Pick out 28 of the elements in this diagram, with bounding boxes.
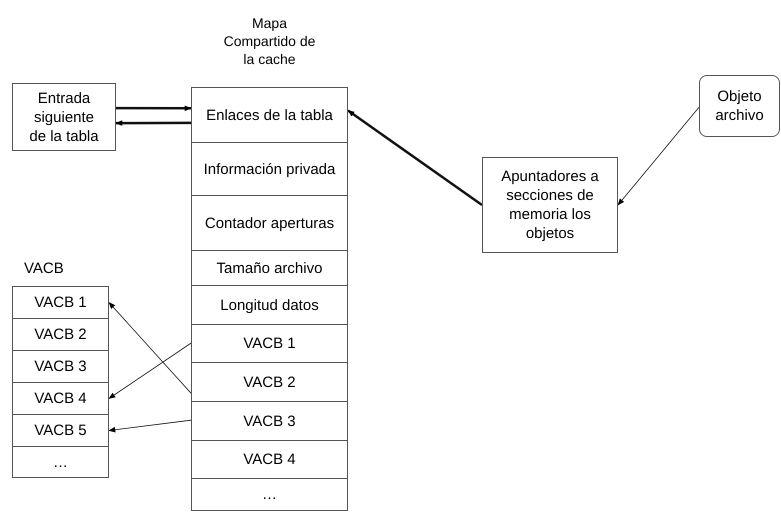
- arrow: [115, 120, 191, 126]
- table-heading: VACB: [24, 259, 64, 279]
- table-cell: VACB 5: [12, 414, 109, 447]
- table-cell: VACB 3: [191, 401, 348, 441]
- table-cell: Tamaño archivo: [191, 250, 348, 286]
- process-box: Entrada siguiente de la tabla: [12, 83, 116, 151]
- arrow: [618, 106, 700, 206]
- table-cell: …: [191, 478, 348, 511]
- arrow: [347, 110, 483, 206]
- arrow: [108, 342, 192, 399]
- arrow: [116, 105, 192, 112]
- table-heading: Mapa Compartido de la cache: [222, 14, 316, 68]
- table-cell: VACB 1: [191, 324, 348, 363]
- table-cell: VACB 2: [12, 318, 109, 351]
- arrow: [108, 302, 192, 394]
- table-cell: VACB 2: [191, 362, 348, 402]
- process-box: Apuntadores a secciones de memoria los objetos: [482, 157, 618, 253]
- table-cell: Longitud datos: [191, 285, 348, 325]
- arrow: [108, 420, 192, 432]
- object-box: Objeto archivo: [699, 75, 780, 137]
- table-cell: Información privada: [191, 142, 348, 196]
- table-cell: VACB 4: [191, 440, 348, 479]
- table-cell: VACB 1: [12, 286, 109, 319]
- table-cell: …: [12, 446, 109, 478]
- table-cell: VACB 4: [12, 382, 109, 415]
- table-cell: Contador aperturas: [191, 195, 348, 251]
- table-cell: VACB 3: [12, 350, 109, 383]
- table-cell: Enlaces de la tabla: [191, 87, 348, 143]
